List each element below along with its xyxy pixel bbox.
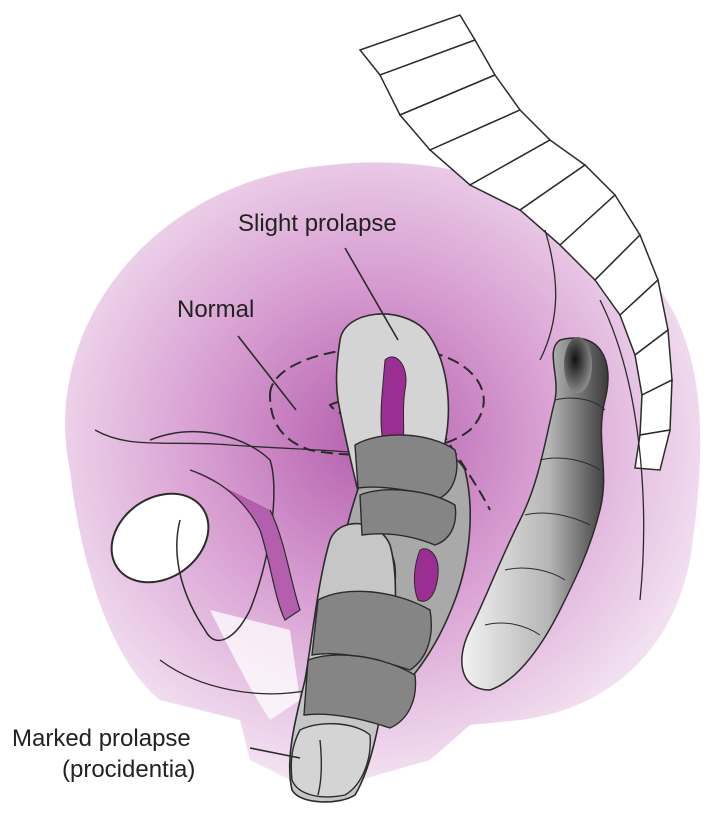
rectal-pocket — [564, 337, 592, 393]
label-slight-prolapse: Slight prolapse — [238, 212, 397, 236]
label-normal: Normal — [177, 298, 254, 322]
label-marked-prolapse: Marked prolapse — [12, 727, 191, 751]
label-procidentia: (procidentia) — [62, 758, 195, 782]
